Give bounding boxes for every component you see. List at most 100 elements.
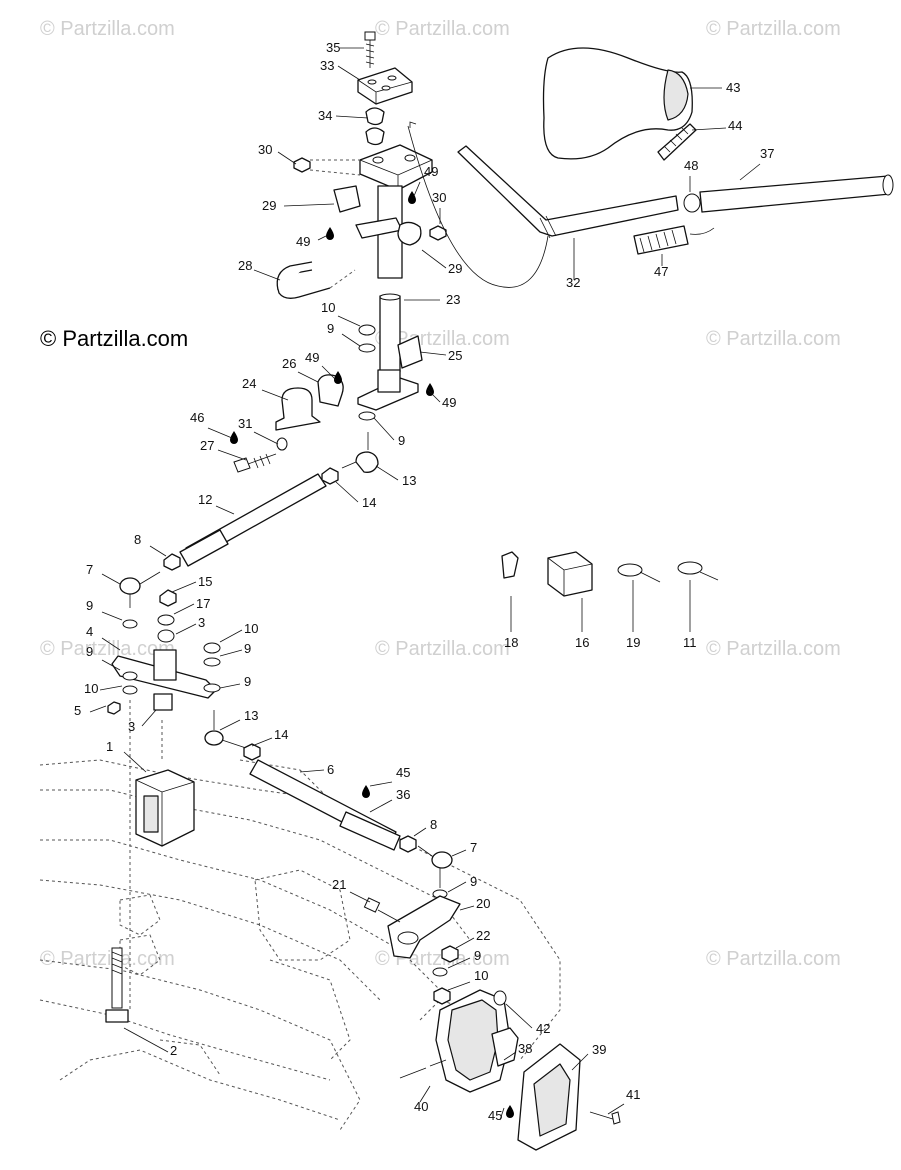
- leader-line: [451, 849, 467, 857]
- callout-46: 46: [190, 410, 204, 425]
- leader-line: [369, 799, 393, 813]
- callout-8: 8: [134, 532, 141, 547]
- watermark-text: © Partzilla.com: [706, 328, 841, 350]
- lever-assembly: [107, 589, 461, 1005]
- callout-49: 49: [296, 234, 310, 249]
- leader-line: [317, 235, 327, 241]
- leader-line: [173, 603, 195, 615]
- leader-line: [207, 427, 233, 439]
- leader-line: [297, 371, 319, 383]
- callout-9: 9: [474, 948, 481, 963]
- callout-28: 28: [238, 258, 252, 273]
- bracket-and-bolt: [105, 700, 195, 1023]
- leader-line: [455, 937, 475, 949]
- leader-line: [335, 115, 369, 119]
- watermark-text: © Partzilla.com: [40, 948, 175, 970]
- leader-line: [571, 1053, 589, 1071]
- callout-13: 13: [244, 708, 258, 723]
- callout-10: 10: [244, 621, 258, 636]
- callout-25: 25: [448, 348, 462, 363]
- callout-44: 44: [728, 118, 742, 133]
- callout-30: 30: [432, 190, 446, 205]
- callout-47: 47: [654, 264, 668, 279]
- leader-line: [141, 709, 157, 727]
- leader-line: [321, 365, 337, 381]
- leader-line: [101, 637, 121, 651]
- callout-5: 5: [74, 703, 81, 718]
- watermark-text: © Partzilla.com: [375, 18, 510, 40]
- leader-line: [447, 957, 471, 969]
- watermark-text: © Partzilla.com: [40, 638, 175, 660]
- callout-7: 7: [470, 840, 477, 855]
- oil-drop-icon: [326, 227, 334, 240]
- leader-line: [219, 683, 241, 689]
- leader-line: [419, 351, 447, 356]
- callout-9: 9: [244, 674, 251, 689]
- callout-29: 29: [262, 198, 276, 213]
- leader-line: [101, 573, 121, 585]
- callout-43: 43: [726, 80, 740, 95]
- leader-line: [499, 1107, 505, 1121]
- callout-10: 10: [321, 300, 335, 315]
- callout-23: 23: [446, 292, 460, 307]
- callout-33: 33: [320, 58, 334, 73]
- callout-9: 9: [86, 598, 93, 613]
- callout-1: 1: [106, 739, 113, 754]
- leader-line: [253, 269, 281, 281]
- oil-drop-icon: [334, 371, 342, 384]
- callout-21: 21: [332, 877, 346, 892]
- callout-14: 14: [362, 495, 376, 510]
- callout-36: 36: [396, 787, 410, 802]
- callout-45: 45: [396, 765, 410, 780]
- callout-10: 10: [474, 968, 488, 983]
- leader-line: [419, 1085, 431, 1103]
- leader-line: [505, 1003, 533, 1029]
- callout-32: 32: [566, 275, 580, 290]
- leader-line: [171, 581, 197, 593]
- callout-48: 48: [684, 158, 698, 173]
- leader-line: [337, 315, 361, 327]
- callout-2: 2: [170, 1043, 177, 1058]
- leader-line: [283, 203, 335, 207]
- leader-line: [277, 151, 297, 165]
- leader-line: [101, 659, 121, 671]
- callout-30: 30: [258, 142, 272, 157]
- callout-9: 9: [244, 641, 251, 656]
- callout-9: 9: [398, 433, 405, 448]
- callout-3: 3: [128, 719, 135, 734]
- callout-49: 49: [305, 350, 319, 365]
- leader-line: [413, 827, 427, 837]
- electrical-parts: [501, 551, 719, 597]
- callout-9: 9: [470, 874, 477, 889]
- leader-line: [691, 127, 727, 131]
- boot-assembly: [399, 989, 621, 1151]
- watermark-text: © Partzilla.com: [706, 638, 841, 660]
- callout-49: 49: [424, 164, 438, 179]
- handlebar-group: [407, 47, 894, 288]
- callout-9: 9: [327, 321, 334, 336]
- callout-8: 8: [430, 817, 437, 832]
- leader-line: [253, 431, 279, 445]
- callout-31: 31: [238, 416, 252, 431]
- leader-line: [421, 249, 447, 269]
- callout-41: 41: [626, 1087, 640, 1102]
- callout-26: 26: [282, 356, 296, 371]
- leader-line: [373, 417, 395, 441]
- watermark-text: © Partzilla.com: [706, 18, 841, 40]
- callout-4: 4: [86, 624, 93, 639]
- leader-line: [215, 505, 235, 515]
- oil-drop-icon: [426, 383, 434, 396]
- callout-29: 29: [448, 261, 462, 276]
- leader-line: [447, 981, 471, 991]
- leader-line: [101, 611, 123, 621]
- leader-line: [219, 649, 243, 657]
- leader-line: [369, 781, 393, 787]
- leader-line: [375, 465, 399, 481]
- leader-line: [261, 389, 289, 401]
- callout-16: 16: [575, 635, 589, 650]
- lubricant-drop-icons: [230, 191, 514, 1118]
- leader-line: [607, 1103, 625, 1115]
- watermark-text: © Partzilla.com: [40, 18, 175, 40]
